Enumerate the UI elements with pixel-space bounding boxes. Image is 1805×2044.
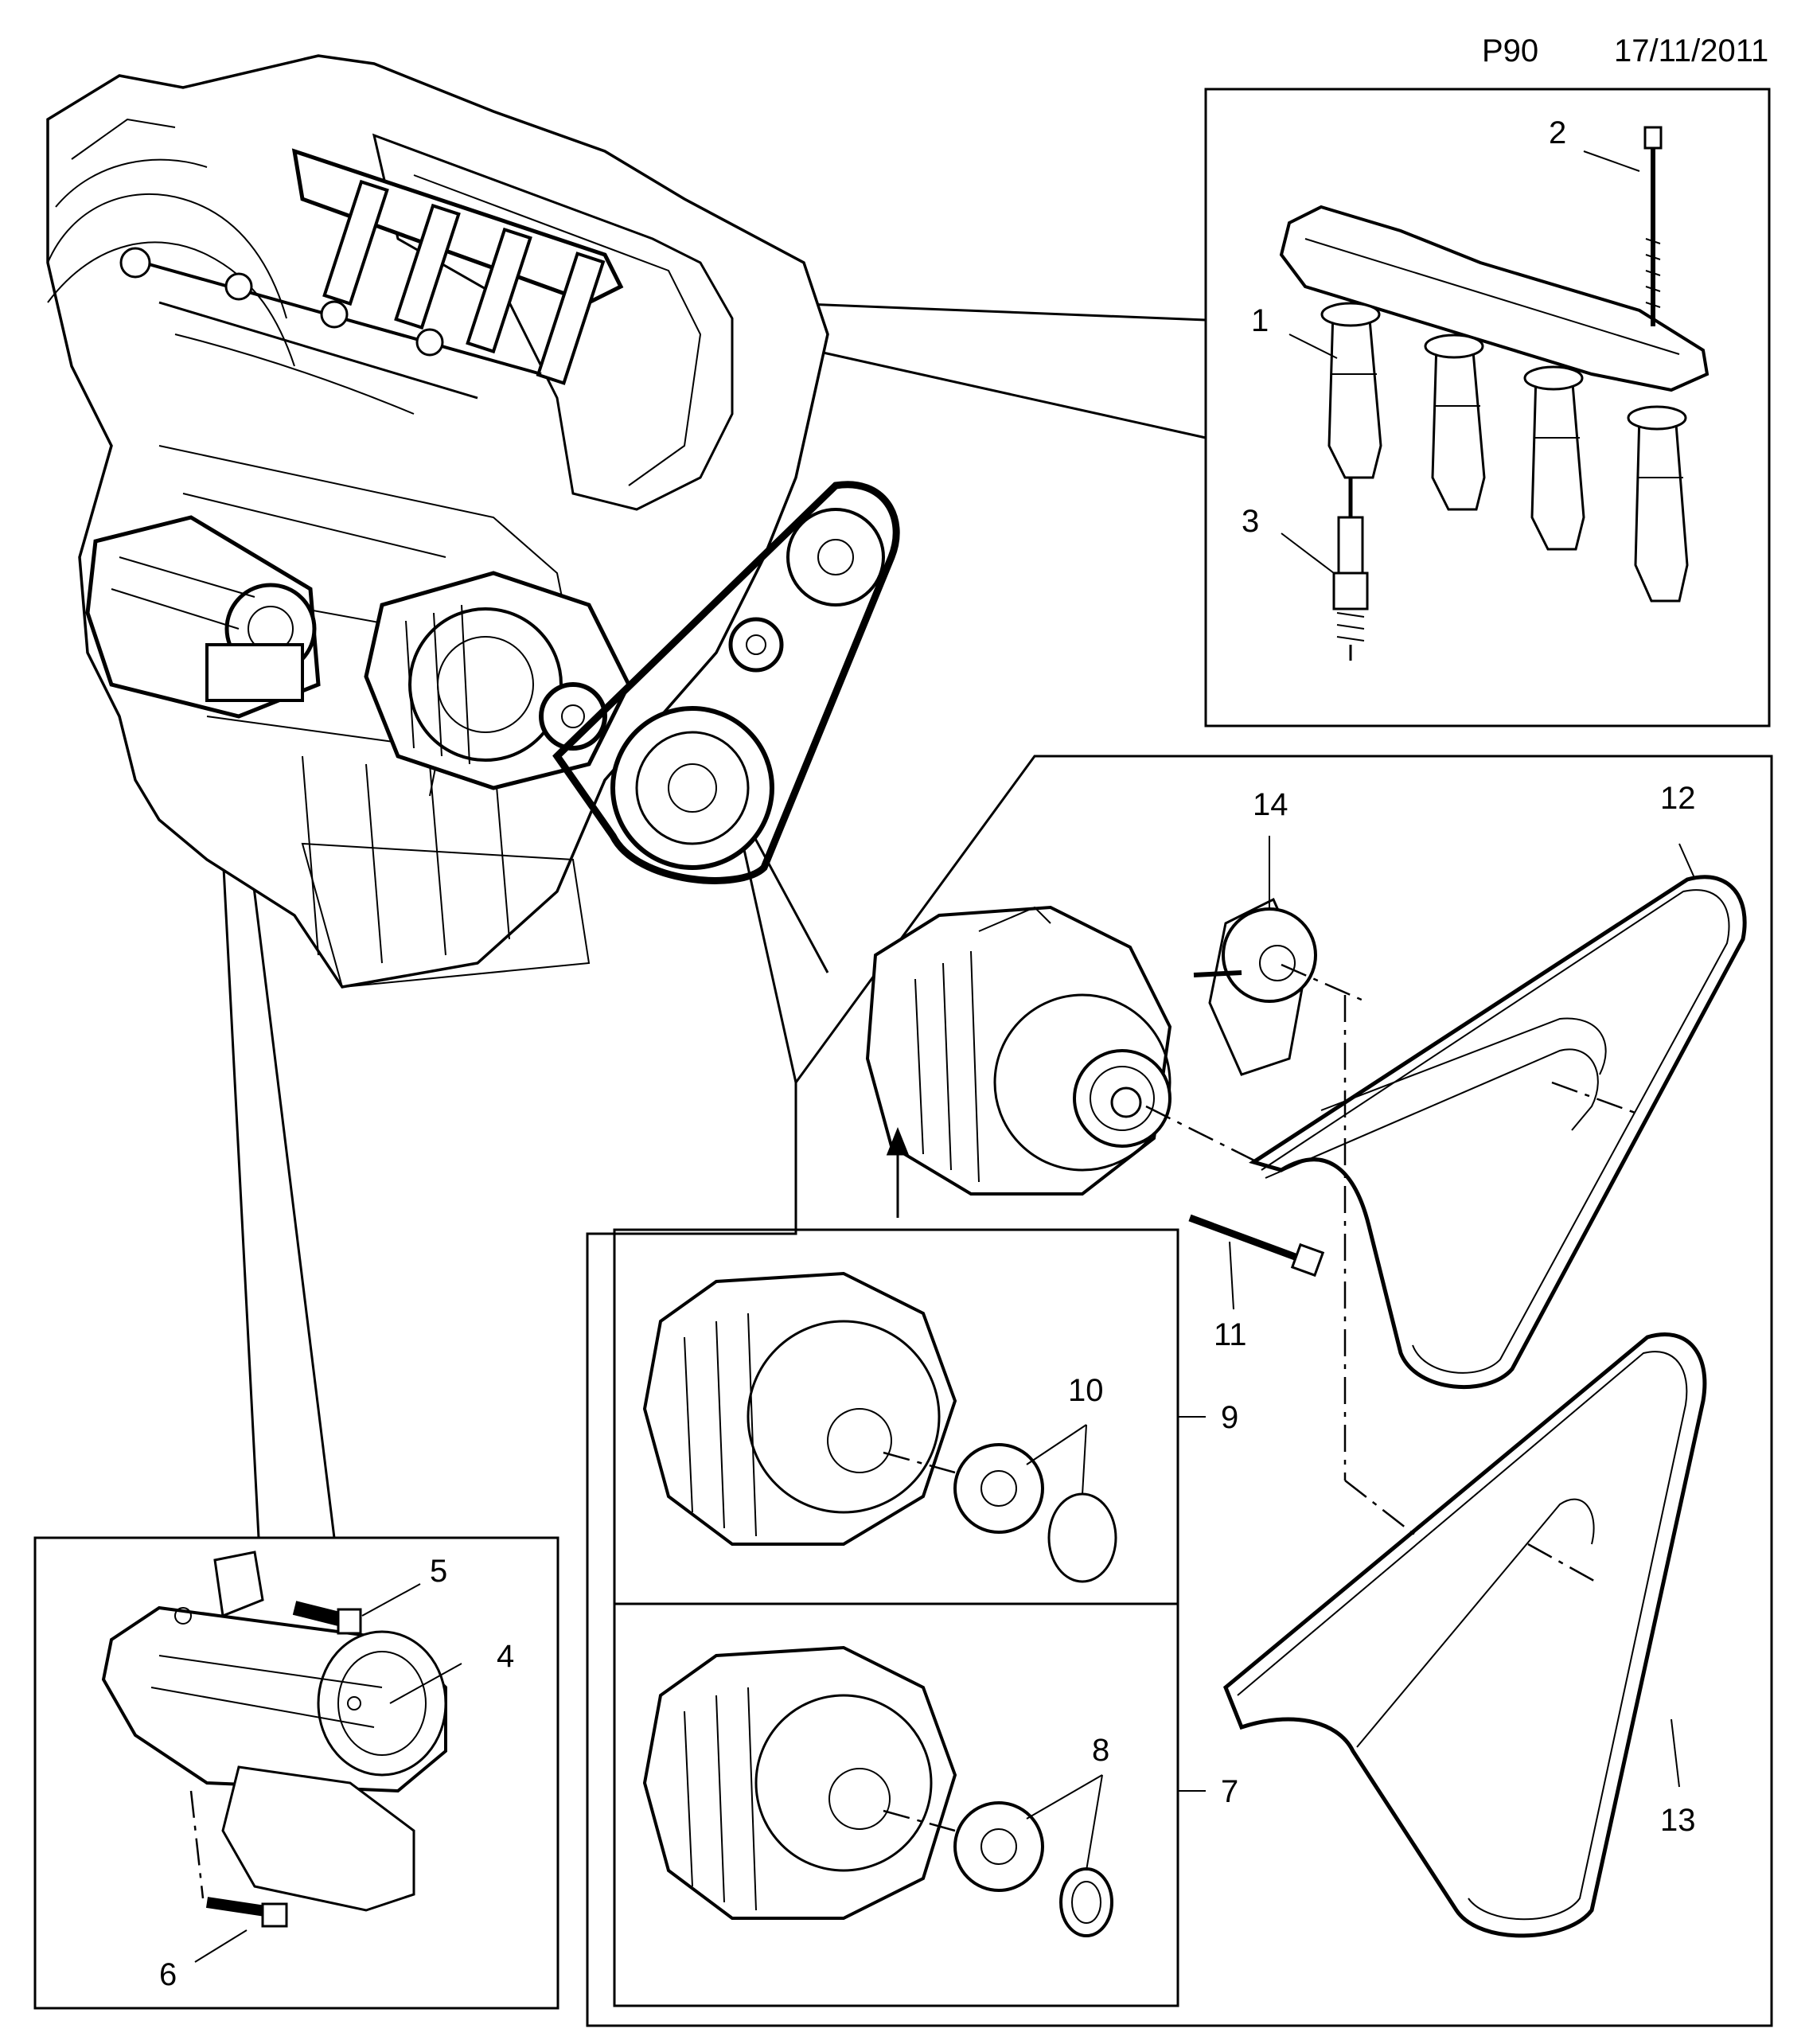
tensioner — [1193, 897, 1317, 1076]
ignition-coil-assembly — [1279, 205, 1709, 603]
drive-belt-13 — [1223, 1332, 1707, 1938]
callout-6: 6 — [159, 1957, 177, 1992]
callout-11: 11 — [1214, 1317, 1247, 1352]
spark-plug — [1332, 478, 1369, 661]
leader-8b — [1086, 1774, 1103, 1871]
leader-8a — [1026, 1774, 1103, 1820]
page-code: P90 — [1482, 33, 1539, 68]
leader-2 — [1583, 150, 1640, 172]
alternator-bolt — [1188, 1214, 1325, 1278]
callout-3: 3 — [1242, 504, 1259, 539]
callout-7: 7 — [1221, 1774, 1238, 1809]
callout-14: 14 — [1253, 787, 1288, 822]
alternator-variant-7 — [642, 1645, 1113, 1937]
leader-3 — [1281, 532, 1335, 574]
leader-12 — [1678, 843, 1696, 880]
leader-6 — [194, 1929, 248, 1963]
leader-13 — [1671, 1718, 1680, 1788]
leader-10b — [1082, 1424, 1087, 1496]
callout-2: 2 — [1549, 115, 1566, 150]
alternator-variant-7-frame — [613, 1602, 1179, 2007]
callout-13: 13 — [1660, 1803, 1696, 1838]
starter-motor — [101, 1551, 447, 1912]
leader-10a — [1026, 1424, 1087, 1465]
callout-numbers: 1 2 3 4 5 6 7 8 9 10 11 12 13 14 — [159, 115, 1696, 1992]
coil-bolt — [1643, 126, 1663, 326]
callout-9: 9 — [1221, 1400, 1238, 1435]
callout-1: 1 — [1251, 303, 1269, 338]
callout-5: 5 — [430, 1554, 447, 1589]
leader-5 — [361, 1583, 421, 1617]
callout-10: 10 — [1068, 1373, 1104, 1408]
starter-stud — [189, 1790, 288, 1928]
alternator-variant-9 — [642, 1271, 1117, 1583]
starter-detail-frame — [33, 1536, 559, 2010]
callout-4: 4 — [497, 1639, 514, 1674]
engine-assembly-illustration — [46, 54, 900, 989]
leader-1 — [1288, 334, 1338, 359]
page-date: 17/11/2011 — [1614, 33, 1769, 68]
leader-4 — [389, 1663, 462, 1704]
starter-bolt — [292, 1601, 362, 1635]
ignition-detail-frame — [1204, 88, 1771, 727]
alignment-line-f — [1527, 1543, 1600, 1586]
alternator-main — [865, 905, 1172, 1218]
alignment-line-b — [1281, 963, 1370, 1004]
alignment-line-e — [1551, 1081, 1640, 1116]
callout-12: 12 — [1660, 781, 1696, 816]
alignment-line-a — [1145, 1105, 1274, 1172]
leader-11 — [1229, 1241, 1234, 1310]
drive-belt-12 — [1249, 875, 1747, 1390]
belt-drive-detail-frame — [586, 755, 1773, 2027]
callout-leaders — [194, 150, 1696, 1963]
callout-8: 8 — [1092, 1733, 1109, 1768]
alignment-line-d — [1344, 1480, 1417, 1537]
